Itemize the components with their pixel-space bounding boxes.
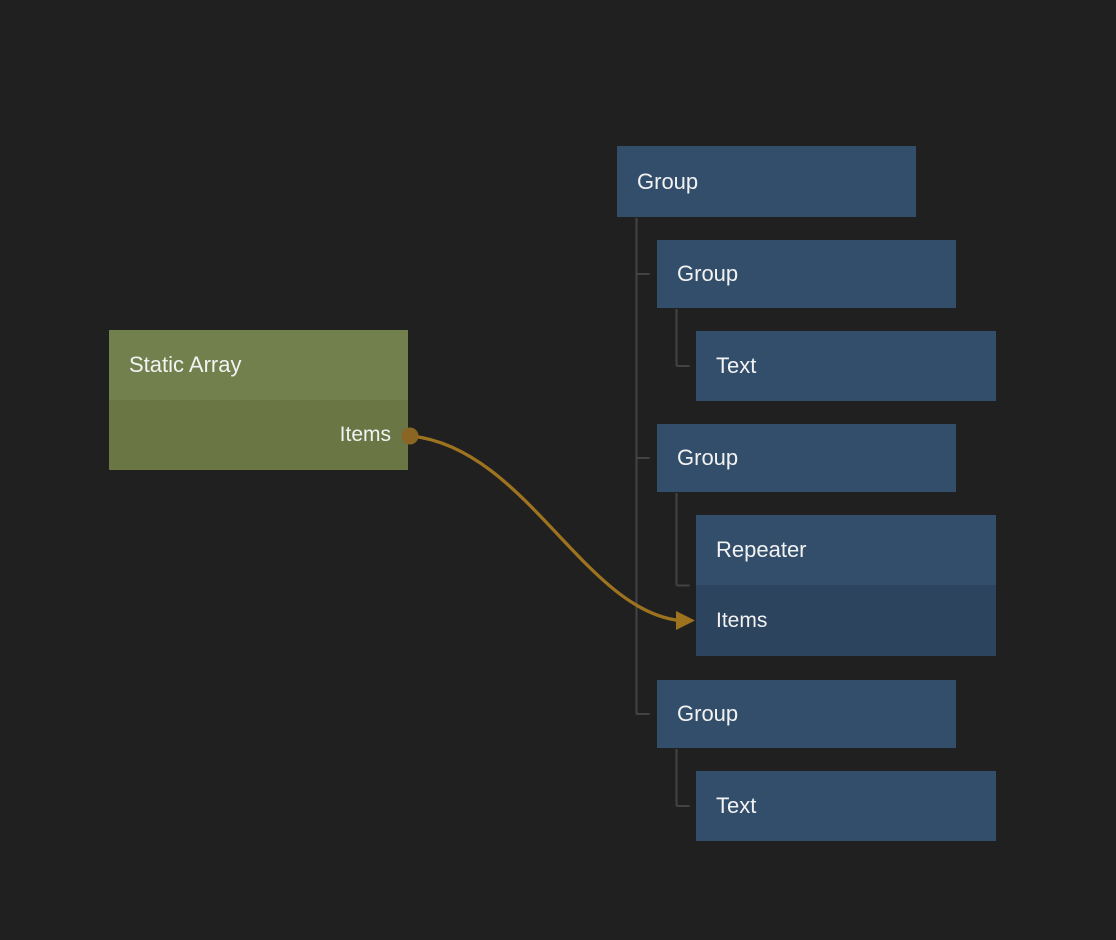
node-header: Text — [696, 771, 996, 841]
node-title: Group — [677, 445, 739, 470]
node-title: Text — [716, 353, 757, 378]
port-row-items-input[interactable]: Items — [696, 585, 996, 656]
node-title: Group — [677, 261, 739, 286]
node-text-1[interactable]: Text — [696, 331, 996, 401]
node-header: Group — [657, 680, 956, 748]
node-title: Text — [716, 793, 757, 818]
node-title: Group — [677, 701, 739, 726]
node-header: Group — [617, 146, 916, 217]
node-group-3[interactable]: Group — [657, 424, 956, 492]
port-row-items-output[interactable]: Items — [109, 400, 408, 470]
node-group-1[interactable]: Group — [617, 146, 916, 217]
node-header: Group — [657, 240, 956, 308]
port-label: Items — [339, 423, 391, 446]
port-label: Items — [716, 608, 768, 632]
node-header: Repeater — [696, 515, 996, 585]
node-text-2[interactable]: Text — [696, 771, 996, 841]
node-title: Group — [637, 168, 699, 194]
node-group-4[interactable]: Group — [657, 680, 956, 748]
connection-curve — [409, 434, 682, 623]
arrowhead-icon — [676, 611, 695, 630]
node-header: Static Array — [109, 330, 408, 400]
connection-static-array-items-to-repeater-items[interactable] — [401, 427, 696, 631]
node-title: Static Array — [129, 352, 242, 377]
node-header: Group — [657, 424, 956, 492]
node-title: Repeater — [716, 537, 807, 562]
node-group-2[interactable]: Group — [657, 240, 956, 308]
node-header: Text — [696, 331, 996, 401]
